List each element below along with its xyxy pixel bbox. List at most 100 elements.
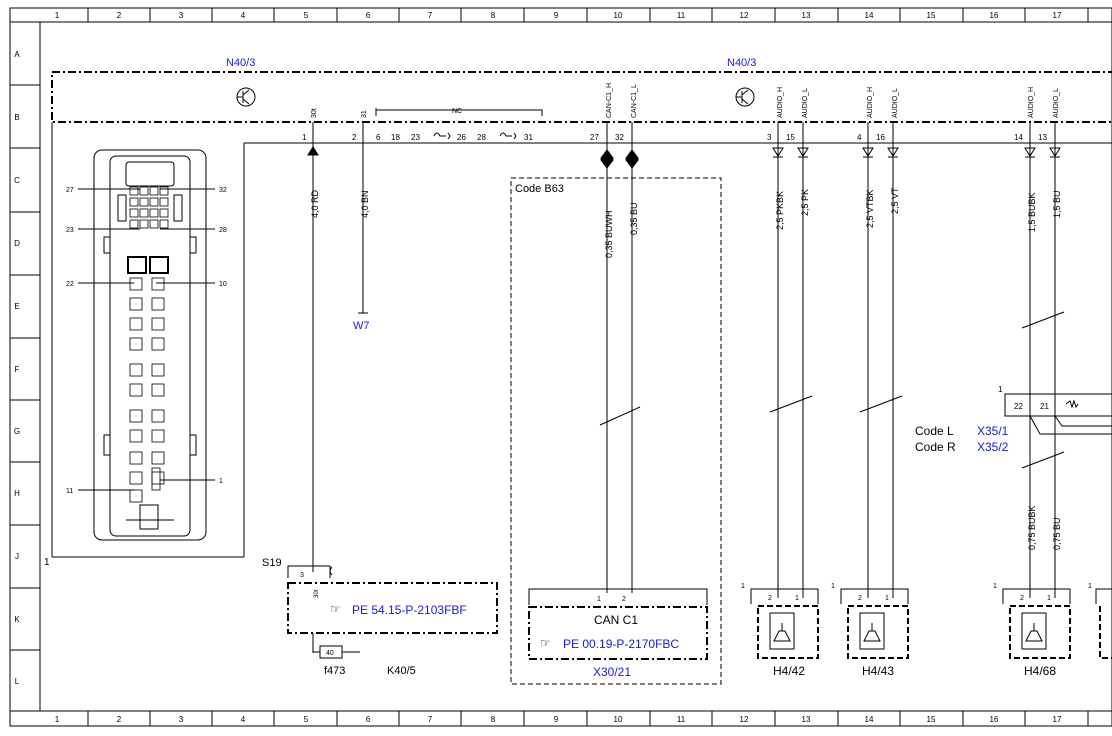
pin-number: 16 xyxy=(876,133,885,142)
code-b63-box: Code B63 xyxy=(510,177,722,685)
col-label: 2 xyxy=(117,11,122,20)
cavity-label: 1 xyxy=(219,478,223,485)
cavity-label: 27 xyxy=(66,187,74,194)
s19-pin-30t: 30t xyxy=(314,589,320,598)
col-label: 2 xyxy=(117,715,122,724)
module-bus-line xyxy=(51,122,1112,558)
wire-label-bn: 4,0 BN xyxy=(360,190,370,218)
pin-label-audio-h: AUDIO_H xyxy=(867,87,874,118)
module-label-left[interactable]: N40/3 xyxy=(226,57,255,69)
fuse-value: 40 xyxy=(326,650,334,657)
module-label-right[interactable]: N40/3 xyxy=(727,57,756,69)
speaker-h4-42-pins: 1 2 1 xyxy=(741,583,799,602)
wire-label-buwh: 0,35 BUWH xyxy=(604,210,614,258)
col-label: 7 xyxy=(428,715,433,724)
pin-number: 28 xyxy=(477,133,486,142)
fuse-label: f473 xyxy=(324,665,345,677)
speaker-pin: 1 xyxy=(795,595,799,602)
reference-hand-icon: ☞ xyxy=(540,636,551,650)
k40-ref-link[interactable]: PE 54.15-P-2103FBF xyxy=(352,603,467,617)
col-label: 6 xyxy=(366,715,371,724)
connector-callouts xyxy=(78,188,215,491)
x35-pins: 1 22 21 xyxy=(998,385,1049,411)
wire-audio-1 xyxy=(769,122,813,598)
speaker-h4-68 xyxy=(1002,588,1112,659)
col-label: 10 xyxy=(614,715,623,724)
wire-audio-2 xyxy=(859,122,903,598)
nc-label: NC xyxy=(452,108,462,115)
col-label: 4 xyxy=(241,715,246,724)
cavity-label: 11 xyxy=(66,488,73,495)
col-label: 9 xyxy=(554,11,559,20)
pin-number: 27 xyxy=(590,133,599,142)
cavity-label: 28 xyxy=(219,227,227,234)
speaker-pin: 2 xyxy=(1020,595,1024,602)
grid-column-labels-top: 1 2 3 4 5 6 7 8 9 10 11 12 13 14 15 16 1… xyxy=(55,11,1062,20)
row-label: E xyxy=(14,302,19,311)
can-c1-label: CAN C1 xyxy=(594,613,638,627)
row-label: J xyxy=(15,552,19,561)
col-label: 1 xyxy=(55,11,60,20)
pin-number: 23 xyxy=(411,133,420,142)
connector-face xyxy=(93,149,207,541)
wire-audio-3 xyxy=(1021,122,1065,598)
wire-label-bu075: 0,75 BU xyxy=(1052,517,1062,550)
x35-2-link[interactable]: X35/2 xyxy=(977,440,1009,454)
connector-callout-labels: 27 32 23 28 22 10 11 1 xyxy=(66,187,227,495)
col-label: 14 xyxy=(865,715,874,724)
speaker-h4-43-label: H4/43 xyxy=(862,664,894,678)
col-label: 7 xyxy=(428,11,433,20)
col-label: 3 xyxy=(179,715,184,724)
grid-rows xyxy=(10,84,40,651)
speaker-pin: 2 xyxy=(768,595,772,602)
col-label: 8 xyxy=(491,715,496,724)
module-n40-3: N40/3 N40/3 xyxy=(51,57,1112,123)
speaker-pin: 1 xyxy=(1047,595,1051,602)
pin-label-audio-h: AUDIO_H xyxy=(1028,87,1035,118)
can-ref-link[interactable]: PE 00.19-P-2170FBC xyxy=(563,637,679,651)
pin-number: 2 xyxy=(352,133,357,142)
can-connector-x30-21 xyxy=(528,588,708,660)
row-label: H xyxy=(14,489,20,498)
wire-label-bu035: 0,35 BU xyxy=(629,202,639,235)
pin-number: 15 xyxy=(786,133,795,142)
connector-corner-number: 1 xyxy=(44,557,50,568)
cavity-label: 10 xyxy=(219,281,227,288)
col-label: 5 xyxy=(304,715,309,724)
row-label: L xyxy=(15,677,20,686)
col-label: 16 xyxy=(990,715,999,724)
speaker-corner: 1 xyxy=(993,583,997,590)
pin-label-can-l: CAN-C1_L xyxy=(631,84,638,118)
wire-label-pkbk: 2,5 PKBK xyxy=(775,191,785,230)
col-label: 8 xyxy=(491,11,496,20)
speaker-pin: 1 xyxy=(885,595,889,602)
row-label: D xyxy=(14,239,20,248)
wire-31-bn xyxy=(358,122,368,314)
col-label: 10 xyxy=(614,11,623,20)
code-l-label: Code L xyxy=(915,424,954,438)
pin-label-audio-l: AUDIO_L xyxy=(802,88,809,118)
col-label: 13 xyxy=(802,715,811,724)
frame xyxy=(9,7,1112,727)
row-label: B xyxy=(14,113,19,122)
col-label: 16 xyxy=(990,11,999,20)
pin-number: 14 xyxy=(1014,133,1023,142)
row-label: F xyxy=(15,365,20,374)
pin-number: 4 xyxy=(857,133,862,142)
x35-1-link[interactable]: X35/1 xyxy=(977,424,1009,438)
col-label: 12 xyxy=(740,11,749,20)
wire-label-bu15: 1,5 BU xyxy=(1052,190,1062,218)
x30-21-link[interactable]: X30/21 xyxy=(593,665,631,679)
pin-function-labels: 30t 31 CAN-C1_H CAN-C1_L AUDIO_H AUDIO_L… xyxy=(311,83,1060,118)
pin-number: 32 xyxy=(615,133,624,142)
speaker-h4-68-pins: 1 2 1 1 xyxy=(993,583,1092,602)
wire-label-vtbk: 2,5 VTBK xyxy=(865,189,875,228)
ground-w7-link[interactable]: W7 xyxy=(353,320,370,332)
wire-label-bubk075: 0,75 BUBK xyxy=(1027,505,1037,550)
row-label: G xyxy=(14,427,20,436)
s19-pin-3: 3 xyxy=(300,572,304,579)
speaker-corner: 1 xyxy=(831,583,835,590)
col-label: 6 xyxy=(366,11,371,20)
code-r-label: Code R xyxy=(915,440,956,454)
k40-ref-box: ☞ PE 54.15-P-2103FBF xyxy=(287,582,498,634)
